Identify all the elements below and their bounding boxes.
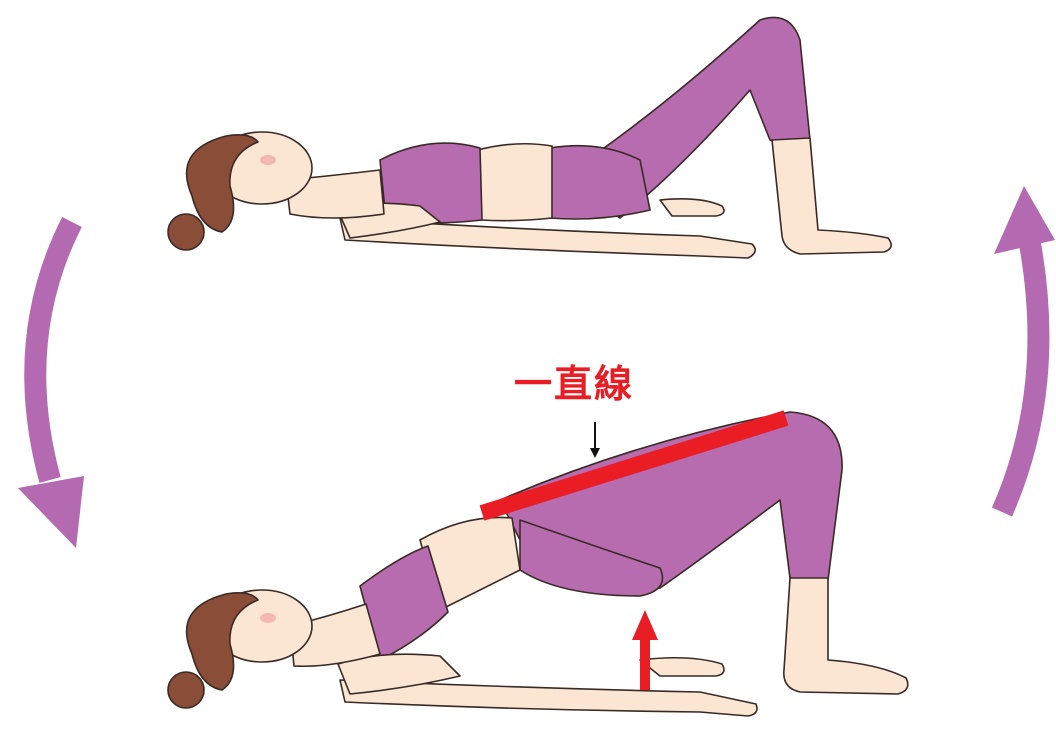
hip-lift-arrow-icon: [632, 610, 658, 690]
figure-lying: [168, 18, 891, 259]
cycle-arrow-down-icon: [18, 222, 84, 548]
cycle-arrow-up-icon: [994, 186, 1055, 512]
figure-bridge: [168, 412, 908, 716]
pointer-arrow-icon: [590, 422, 600, 458]
straight-line-label: 一直線: [514, 362, 634, 406]
